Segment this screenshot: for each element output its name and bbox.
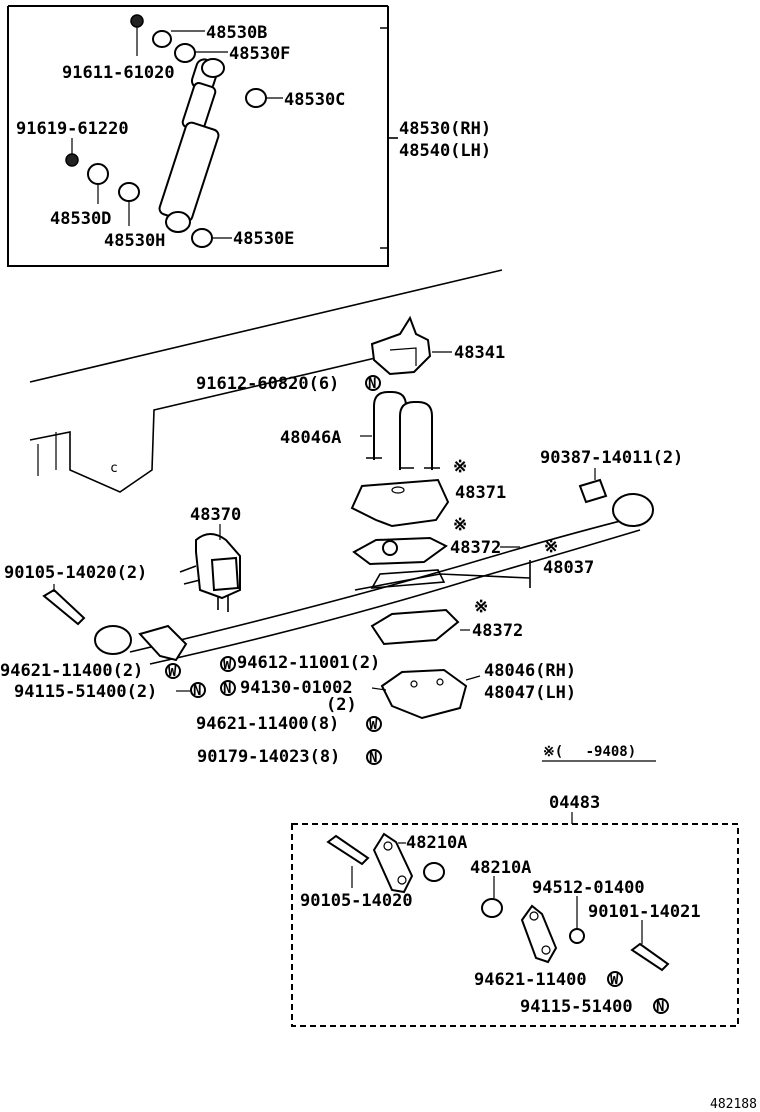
svg-text:W: W [223,657,232,673]
bracket-48341 [370,315,432,376]
svg-text:N: N [223,681,231,697]
label-94621-11400-kit: 94621-11400 [474,970,587,990]
washer-48530c [245,88,267,108]
spring-eye-front [612,493,654,527]
svg-text:N: N [368,376,376,392]
svg-text:N: N [656,999,664,1015]
svg-text:W: W [610,972,619,988]
washer-48530b [152,30,172,48]
label-90101-14021: 90101-14021 [588,902,701,922]
svg-text:N: N [193,683,201,699]
label-48530f: 48530F [229,44,290,64]
label-48372-lower: 48372 [472,621,523,641]
svg-text:※: ※ [544,537,558,557]
label-48210a-2: 48210A [470,858,531,878]
label-48037: 48037 [543,558,594,578]
bolt-91612-mark [365,375,381,391]
label-90105-14020-kit: 90105-14020 [300,891,413,911]
nut-91619 [65,153,79,167]
washer-48530d [87,163,109,185]
label-90105-14020-qty2: 90105-14020(2) [4,563,147,583]
svg-text:※: ※ [474,597,488,617]
label-48210a-1: 48210A [406,833,467,853]
pin-90387 [578,478,608,504]
bushing-48530f [174,43,196,63]
label-94612-11001: 94612-11001(2) [237,653,380,673]
frame-rail-detail [37,432,57,476]
label-91611-61020: 91611-61020 [62,63,175,83]
kit-bolt-90105 [326,834,370,866]
bushing-kit-1 [423,862,445,882]
spring-eye-rear [94,625,132,655]
label-94621-11400-qty8: 94621-11400(8) [196,714,339,734]
shackle-plate-48210a-1 [372,832,414,894]
label-90179-14023-qty8: 90179-14023(8) [197,747,340,767]
label-94130-qty: (2) [326,695,357,715]
label-48530-rh: 48530(RH) [399,119,491,139]
spring-plate-48046 [380,668,468,720]
svg-text:※: ※ [453,457,467,477]
label-48372-upper: 48372 [450,538,501,558]
kit-bolt-90101 [630,942,670,972]
label-04483: 04483 [549,793,600,813]
nut-91611 [130,14,144,28]
label-94115-51400-kit: 94115-51400 [520,997,633,1017]
shackle-kit-inset: 04483 90105-14020 48210A 48210A 94512-01… [291,793,739,1027]
note-production-date: ※( -9408) [543,744,636,760]
label-48046-rh: 48046(RH) [484,661,576,681]
inset-frame [7,5,389,267]
washer-94512 [569,928,585,944]
label-48540-lh: 48540(LH) [399,141,491,161]
washer-48530e [191,228,213,248]
label-48530b: 48530B [206,23,267,43]
bushing-48530h [118,182,140,202]
label-94512-01400: 94512-01400 [532,878,645,898]
label-48530d: 48530D [50,209,111,229]
label-91619-61220: 91619-61220 [16,119,129,139]
bumper-48370 [179,533,241,612]
svg-text:W: W [369,717,378,733]
shock-absorber [158,58,225,233]
bolt-90105 [42,588,86,626]
label-94115-51400-qty2: 94115-51400(2) [14,682,157,702]
label-48530e: 48530E [233,229,294,249]
label-94621-11400-qty2: 94621-11400(2) [0,661,143,681]
label-48046a: 48046A [280,428,341,448]
label-48047-lh: 48047(LH) [484,683,576,703]
label-94130-01002: 94130-01002 [240,678,353,698]
main-assembly: c 48341 91612-60820(6) N 48046A ※ 48371 … [0,269,683,767]
illustration-reference-number: 482188 [710,1097,757,1112]
label-90387-14011: 90387-14011(2) [540,448,683,468]
label-48341: 48341 [454,343,505,363]
svg-text:※: ※ [453,515,467,535]
label-91612-60820: 91612-60820(6) [196,374,339,394]
svg-text:W: W [168,664,177,680]
svg-text:N: N [369,750,377,766]
shackle-plate-48210a-2 [520,904,558,964]
bushing-kit-2 [481,898,503,918]
u-bolt-48046a [366,391,440,470]
inset-bracket [380,27,388,249]
label-48530h: 48530H [104,231,165,251]
label-48370: 48370 [190,505,241,525]
label-48530c: 48530C [284,90,345,110]
seat-48371 [350,478,450,528]
plate-48372-lower [370,608,460,646]
frame-mark: c [110,461,118,476]
frame-rail-bottom [29,355,385,493]
frame-rail-top [29,269,503,383]
shackle-rear [138,624,188,662]
kit-frame [291,823,739,1027]
label-48371: 48371 [455,483,506,503]
plate-48372-upper [352,536,448,566]
shock-absorber-inset: 48530B 91611-61020 48530F 48530C 91619-6… [7,5,491,267]
leaf-spring-48037 [94,493,654,665]
